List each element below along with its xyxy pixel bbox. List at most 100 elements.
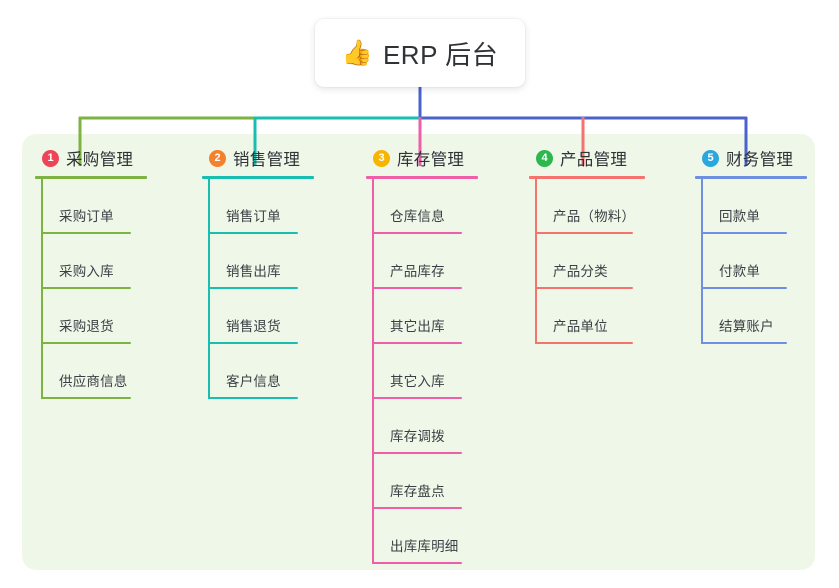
branch-item-label: 其它入库 <box>390 374 445 389</box>
branch-item[interactable]: 出库库明细 <box>365 509 478 564</box>
branch-item-label: 结算账户 <box>719 319 774 334</box>
branch-items-5: 回款单付款单结算账户 <box>694 179 807 344</box>
branch-item-label: 供应商信息 <box>59 374 128 389</box>
branch-title-4: 产品管理 <box>560 151 628 169</box>
branch-column-3: 3 库存管理仓库信息产品库存其它出库其它入库库存调拨库存盘点出库库明细 <box>365 146 478 564</box>
branch-item-label: 产品单位 <box>553 319 608 334</box>
branch-item[interactable]: 客户信息 <box>201 344 314 399</box>
branch-column-2: 2 销售管理销售订单销售出库销售退货客户信息 <box>201 146 314 399</box>
branch-title-2: 销售管理 <box>233 151 301 169</box>
branch-item-label: 库存调拨 <box>390 429 445 444</box>
branch-item-label: 产品库存 <box>390 264 445 279</box>
branch-item-label: 销售退货 <box>226 319 281 334</box>
branch-item[interactable]: 采购入库 <box>34 234 147 289</box>
branch-item-underline <box>701 287 787 289</box>
branch-item-label: 产品分类 <box>553 264 608 279</box>
branch-underline-4 <box>529 176 645 179</box>
branch-item-label: 付款单 <box>719 264 761 279</box>
branch-title-3: 库存管理 <box>397 151 465 169</box>
branch-item[interactable]: 采购订单 <box>34 179 147 234</box>
branch-items-2: 销售订单销售出库销售退货客户信息 <box>201 179 314 399</box>
branch-item-underline <box>372 452 462 454</box>
branch-spine-2 <box>208 179 210 399</box>
branch-item-underline <box>701 342 787 344</box>
branch-item[interactable]: 产品库存 <box>365 234 478 289</box>
branch-item-label: 出库库明细 <box>390 539 459 554</box>
thumbs-up-icon: 👍 <box>341 38 373 67</box>
root-node-title: ERP 后台 <box>382 39 499 70</box>
branch-badge-2: 2 <box>209 149 226 167</box>
branch-item[interactable]: 付款单 <box>694 234 807 289</box>
branch-title-1: 采购管理 <box>66 151 134 169</box>
branch-item[interactable]: 采购退货 <box>34 289 147 344</box>
branch-underline-1 <box>35 176 147 179</box>
branch-item-underline <box>208 232 298 234</box>
branch-item[interactable]: 库存调拨 <box>365 399 478 454</box>
root-node[interactable]: 👍 ERP 后台 <box>315 19 525 87</box>
branch-item-label: 库存盘点 <box>390 484 445 499</box>
branch-item-underline <box>372 287 462 289</box>
branch-items-4: 产品（物料） 产品分类产品单位 <box>528 179 645 344</box>
branch-underline-3 <box>366 176 478 179</box>
branch-item-label: 仓库信息 <box>390 209 445 224</box>
branch-item-label: 销售订单 <box>226 209 281 224</box>
branch-item-label: 其它出库 <box>390 319 445 334</box>
branch-item-label: 产品（物料） <box>553 209 636 224</box>
branch-badge-1: 1 <box>42 149 59 167</box>
branch-item-underline <box>372 507 462 509</box>
branch-item[interactable]: 产品单位 <box>528 289 645 344</box>
branch-item-underline <box>372 342 462 344</box>
branch-column-1: 1 采购管理采购订单采购入库采购退货供应商信息 <box>34 146 147 399</box>
branches-panel <box>22 134 815 570</box>
branch-item-underline <box>208 287 298 289</box>
branch-title-5: 财务管理 <box>726 151 794 169</box>
branch-item-underline <box>372 562 462 564</box>
branch-header-5[interactable]: 5 财务管理 <box>694 146 807 170</box>
branch-item-underline <box>372 397 462 399</box>
branch-item-underline <box>41 397 131 399</box>
branch-item-underline <box>41 287 131 289</box>
branch-header-2[interactable]: 2 销售管理 <box>201 146 314 170</box>
branch-item-underline <box>208 397 298 399</box>
branch-item-label: 采购退货 <box>59 319 114 334</box>
branch-item-label: 采购订单 <box>59 209 114 224</box>
branch-header-1[interactable]: 1 采购管理 <box>34 146 147 170</box>
branch-item[interactable]: 销售出库 <box>201 234 314 289</box>
branch-item[interactable]: 仓库信息 <box>365 179 478 234</box>
branch-spine-3 <box>372 179 374 564</box>
branch-item[interactable]: 销售退货 <box>201 289 314 344</box>
branch-items-1: 采购订单采购入库采购退货供应商信息 <box>34 179 147 399</box>
branch-header-4[interactable]: 4 产品管理 <box>528 146 645 170</box>
branch-badge-3: 3 <box>373 149 390 167</box>
branch-underline-2 <box>202 176 314 179</box>
branch-spine-1 <box>41 179 43 399</box>
branch-item-underline <box>535 232 633 234</box>
branch-item-label: 回款单 <box>719 209 761 224</box>
branch-item-label: 销售出库 <box>226 264 281 279</box>
branch-badge-4: 4 <box>536 149 553 167</box>
branch-item[interactable]: 其它出库 <box>365 289 478 344</box>
branch-item-underline <box>535 287 633 289</box>
branch-column-4: 4 产品管理产品（物料） 产品分类产品单位 <box>528 146 645 344</box>
branch-badge-5: 5 <box>702 149 719 167</box>
branch-header-3[interactable]: 3 库存管理 <box>365 146 478 170</box>
branch-item-underline <box>535 342 633 344</box>
branch-item-underline <box>208 342 298 344</box>
branch-items-3: 仓库信息产品库存其它出库其它入库库存调拨库存盘点出库库明细 <box>365 179 478 564</box>
branch-item-underline <box>372 232 462 234</box>
branch-item[interactable]: 回款单 <box>694 179 807 234</box>
branch-item[interactable]: 其它入库 <box>365 344 478 399</box>
branch-spine-4 <box>535 179 537 344</box>
branch-item-underline <box>701 232 787 234</box>
branch-item-label: 客户信息 <box>226 374 281 389</box>
branch-item[interactable]: 库存盘点 <box>365 454 478 509</box>
branch-item[interactable]: 产品分类 <box>528 234 645 289</box>
branch-item[interactable]: 产品（物料） <box>528 179 645 234</box>
branch-item[interactable]: 销售订单 <box>201 179 314 234</box>
root-node-content: 👍 ERP 后台 <box>342 35 498 72</box>
branch-item-underline <box>41 232 131 234</box>
branch-underline-5 <box>695 176 807 179</box>
branch-item[interactable]: 结算账户 <box>694 289 807 344</box>
branch-item[interactable]: 供应商信息 <box>34 344 147 399</box>
